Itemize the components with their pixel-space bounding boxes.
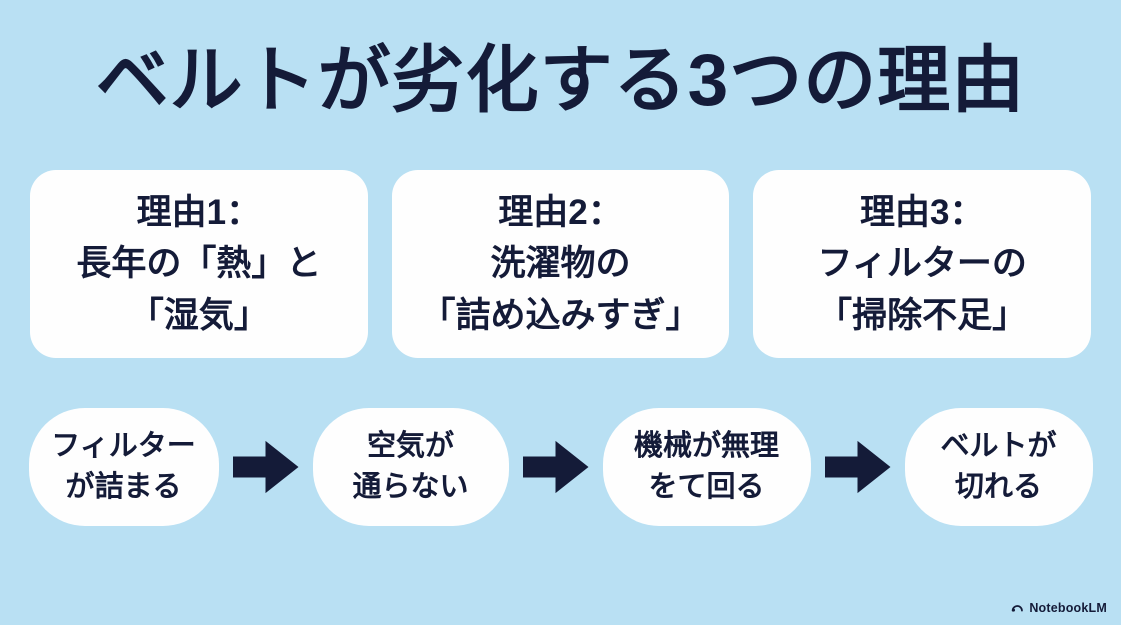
- flow-step-2: 空気が 通らない: [312, 408, 509, 526]
- reason-card-1: 理由1： 長年の「熱」と 「湿気」: [30, 170, 368, 358]
- reason-card-3: 理由3： フィルターの 「掃除不足」: [753, 170, 1092, 358]
- flow-step-line: ベルトが: [940, 429, 1057, 462]
- flow-step-line: 切れる: [954, 471, 1042, 503]
- right-arrow-icon: [522, 440, 589, 494]
- reason-line: 「掃除不足」: [817, 295, 1028, 335]
- notebooklm-watermark: NotebookLM: [1010, 601, 1107, 615]
- flow-step-line: 機械が無理: [633, 429, 779, 462]
- flow-step-line: 通らない: [352, 471, 469, 503]
- flow-step-line: をて回る: [648, 471, 765, 503]
- reason-line: 洗濯物の: [490, 244, 631, 284]
- reason-heading: 理由2：: [498, 192, 623, 232]
- flow-row: フィルター が詰まる 空気が 通らない 機械が無理 をて回る ベルトが 切れる: [0, 408, 1121, 526]
- reason-line: フィルターの: [817, 244, 1027, 284]
- flow-step-4: ベルトが 切れる: [904, 408, 1093, 526]
- flow-step-3: 機械が無理 をて回る: [602, 408, 811, 526]
- reason-line: 長年の「熱」と: [76, 244, 322, 284]
- flow-step-1: フィルター が詰まる: [28, 408, 219, 526]
- reason-card-2: 理由2： 洗濯物の 「詰め込みすぎ」: [391, 170, 730, 358]
- reason-heading: 理由3：: [859, 192, 985, 232]
- notebooklm-arc-icon: [1010, 601, 1024, 615]
- right-arrow-icon: [232, 440, 299, 494]
- reason-heading: 理由1：: [136, 192, 262, 232]
- flow-step-line: が詰まる: [65, 471, 182, 503]
- flow-step-line: 空気が: [366, 429, 454, 462]
- page-title: ベルトが劣化する3つの理由: [95, 40, 1026, 121]
- reason-cards-row: 理由1： 長年の「熱」と 「湿気」 理由2： 洗濯物の 「詰め込みすぎ」 理由3…: [30, 170, 1092, 358]
- flow-step-line: フィルター: [51, 429, 196, 462]
- brand-label: NotebookLM: [1029, 601, 1107, 615]
- right-arrow-icon: [824, 440, 891, 494]
- reason-line: 「湿気」: [128, 295, 269, 335]
- reason-line: 「詰め込みすぎ」: [420, 295, 701, 335]
